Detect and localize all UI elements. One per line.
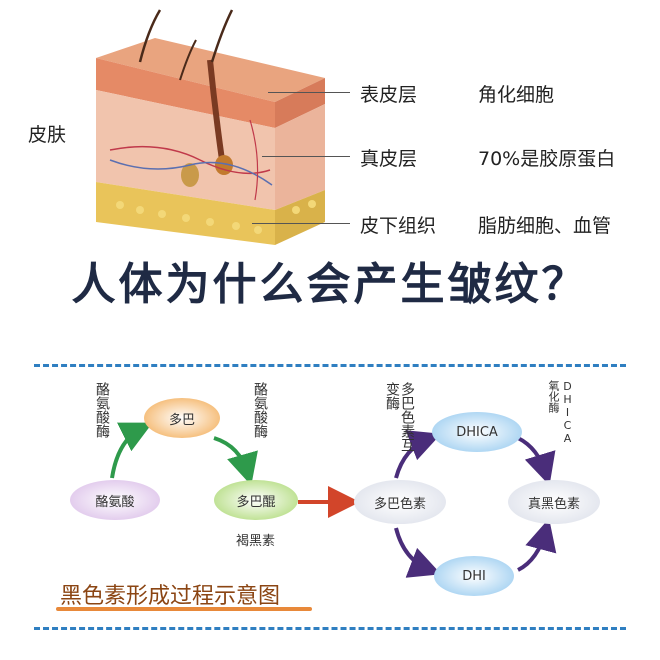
- bottom-dashed-divider: [34, 627, 626, 630]
- dermis-description: 70%是胶原蛋白: [478, 148, 616, 170]
- epidermis-description: 角化细胞: [478, 84, 555, 106]
- node-dhica: DHICA: [432, 412, 522, 452]
- page-title: 人体为什么会产生皱纹？: [71, 259, 589, 310]
- arrow-dopa-to-dopaquinone: [213, 436, 258, 486]
- node-dopaquinone: 多巴醌: [214, 480, 298, 520]
- arrow-dhi-to-eumelanin: [517, 518, 557, 572]
- node-dopachrome: 多巴色素: [354, 480, 446, 524]
- dermis-label: 真皮层: [360, 148, 418, 170]
- subcutis-label: 皮下组织: [360, 215, 437, 237]
- enzyme-dhica-oxidase: DHICA氧化酶: [547, 380, 574, 445]
- subcutis-leader-line: [252, 223, 350, 224]
- subcutis-description: 脂肪细胞、血管: [478, 215, 612, 237]
- epidermis-label: 表皮层: [360, 84, 418, 106]
- arrow-dhica-to-eumelanin: [517, 436, 556, 486]
- arrow-dopachrome-to-dhica: [394, 430, 442, 479]
- top-dashed-divider: [34, 364, 626, 367]
- dermis-leader-line: [262, 156, 350, 157]
- enzyme-tyrosinase-2: 酪氨酸酶: [252, 382, 268, 438]
- pheomelanin-label: 褐黑素: [236, 534, 276, 549]
- node-tyrosine: 酪氨酸: [70, 480, 160, 520]
- node-dhi: DHI: [434, 556, 514, 596]
- epidermis-leader-line: [268, 92, 350, 93]
- skin-cross-section-illustration: [96, 9, 325, 245]
- arrow-dopachrome-to-dhi: [394, 527, 442, 578]
- arrow-tyrosine-to-dopa: [110, 422, 153, 479]
- enzyme-dopachrome-tautomerase: 多巴色素互变酶: [384, 382, 415, 452]
- node-eumelanin: 真黑色素: [508, 480, 600, 524]
- enzyme-tyrosinase-1: 酪氨酸酶: [94, 382, 110, 438]
- caption-underline: [56, 607, 312, 611]
- diagram-caption: 黑色素形成过程示意图: [60, 584, 281, 609]
- skin-label: 皮肤: [28, 124, 67, 146]
- node-dopa: 多巴: [144, 398, 220, 438]
